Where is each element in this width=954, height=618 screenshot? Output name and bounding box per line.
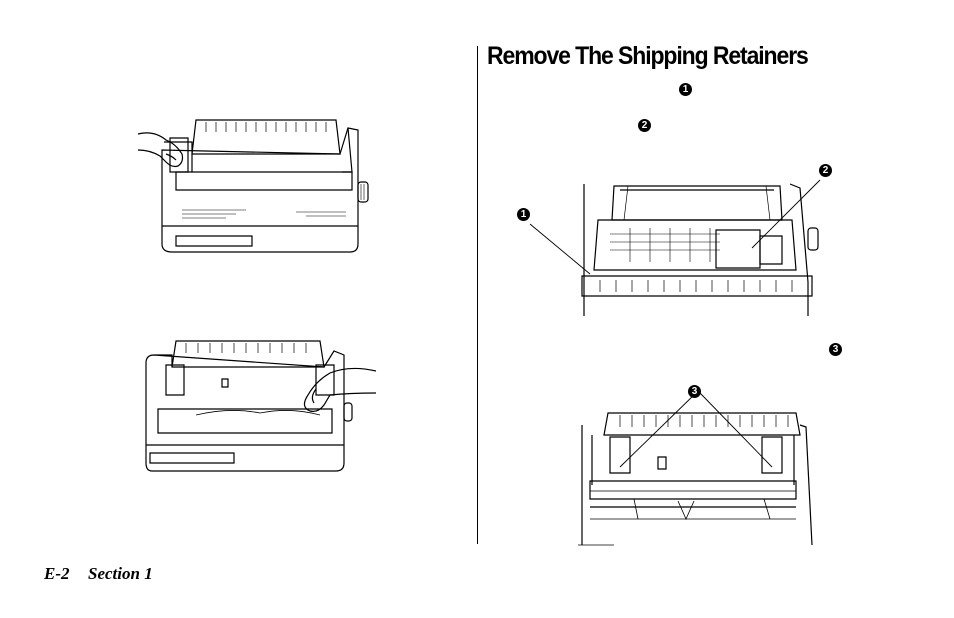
callout-3-figure: 3 (688, 385, 701, 398)
printer-illustration-retainers-1-2 (520, 170, 840, 320)
footer-section-label: Section 1 (88, 564, 153, 584)
printer-illustration-cover-open (136, 114, 376, 264)
printer-illustration-remove-retainer (140, 337, 380, 477)
callout-2-inline: 2 (638, 119, 651, 132)
callout-1-inline: 1 (679, 83, 692, 96)
callout-1-figure: 1 (517, 208, 530, 221)
section-title: Remove The Shipping Retainers (487, 42, 808, 71)
column-divider (477, 46, 478, 544)
printer-illustration-retainers-3 (574, 395, 824, 555)
page-number: E-2 (44, 564, 70, 584)
callout-3-inline: 3 (829, 343, 842, 356)
callout-2-figure: 2 (819, 164, 832, 177)
